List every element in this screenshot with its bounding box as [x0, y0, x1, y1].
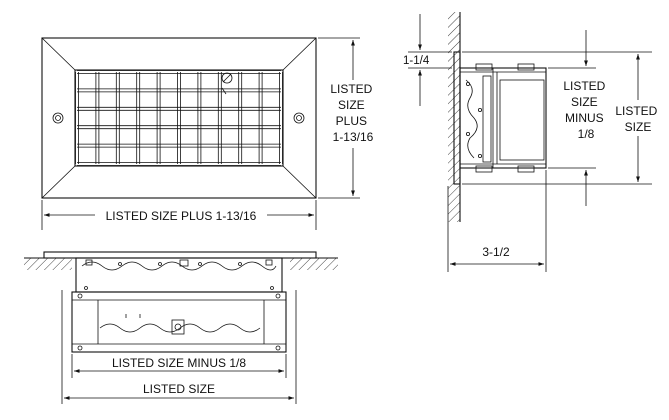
inner-width-label: LISTED SIZE MINUS 1/8 [112, 356, 246, 370]
outer-width-label: LISTED SIZE [143, 382, 215, 396]
damper-box [71, 291, 287, 353]
louver-grille [75, 70, 283, 166]
top-damper-wave [81, 261, 277, 271]
damper-lever-icon [221, 72, 233, 95]
damper-blade-profile [465, 79, 478, 159]
front-view: LISTED SIZE PLUS 1-13/16 LISTED SIZE PLU… [41, 37, 382, 230]
depth-dimension-label: 3-1/2 [482, 245, 510, 259]
flange-dimension-label: 1-1/4 [403, 55, 430, 67]
outer-height-label: LISTED SIZE [615, 104, 660, 134]
side-view: 1-1/4 LISTED SIZE MINUS 1/8 LISTED SIZE … [403, 12, 660, 272]
register-face-outer [41, 37, 317, 199]
damper-knob-icon [171, 319, 185, 335]
register-face-inner [74, 69, 284, 167]
screw-hole-right [293, 112, 305, 124]
front-height-label: LISTED SIZE PLUS 1-13/16 [330, 82, 375, 144]
inner-height-label: LISTED SIZE MINUS 1/8 [563, 79, 608, 141]
top-view: LISTED SIZE MINUS 1/8 LISTED SIZE [24, 251, 338, 404]
screw-hole-left [52, 112, 64, 124]
top-flange [43, 251, 317, 259]
front-width-label: LISTED SIZE PLUS 1-13/16 [106, 209, 257, 223]
